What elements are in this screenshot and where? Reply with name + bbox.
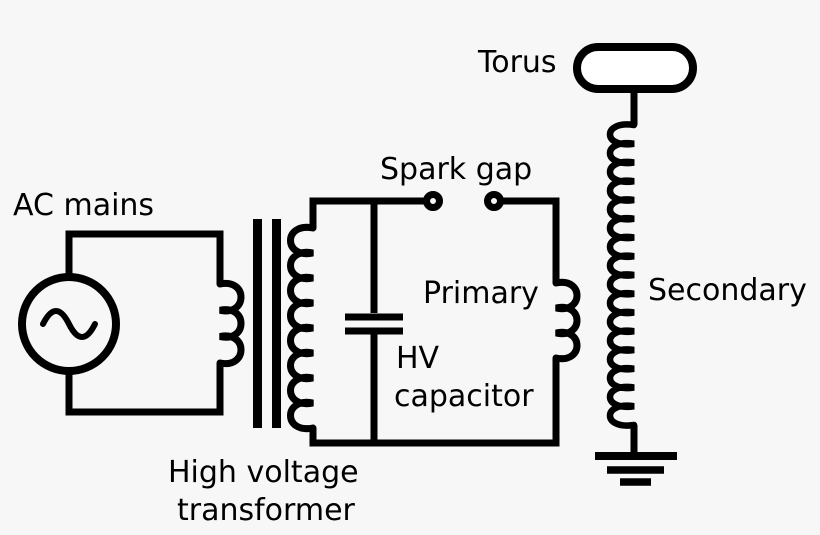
primary-coil-winding	[552, 278, 581, 363]
primary-label: Primary	[423, 276, 539, 311]
ac-source-symbol	[18, 273, 120, 375]
transformer-primary-winding	[216, 279, 245, 368]
primary-loop-wire-top-left	[309, 197, 433, 228]
torus-label: Torus	[477, 45, 557, 80]
primary-loop-wire-top-right	[494, 197, 560, 283]
primary-circuit	[309, 191, 581, 447]
spark-gap-label: Spark gap	[380, 152, 532, 187]
hv-capacitor-label-line2: capacitor	[394, 379, 534, 414]
secondary-label: Secondary	[648, 273, 807, 308]
secondary-coil-winding	[606, 121, 638, 429]
ac-loop-wire-bottom	[65, 363, 224, 416]
ac-mains-circuit	[18, 230, 224, 416]
hv-capacitor-label-line1: HV	[396, 341, 440, 376]
spark-gap-electrode-right	[484, 191, 504, 211]
transformer-secondary-winding	[287, 223, 317, 433]
ac-mains-label: AC mains	[13, 188, 154, 223]
sine-wave-icon	[40, 308, 98, 340]
transformer-label-line1: High voltage	[168, 455, 359, 490]
ac-loop-wire-top	[65, 230, 224, 284]
transformer-label-line2: transformer	[177, 493, 356, 528]
high-voltage-transformer-symbol	[216, 219, 317, 433]
secondary-circuit	[573, 43, 697, 486]
diagram-labels: AC mains High voltage transformer Spark …	[13, 45, 807, 528]
primary-loop-wire-bottom	[309, 358, 560, 447]
torus-symbol	[573, 43, 697, 93]
spark-gap-electrode-left	[423, 191, 443, 211]
